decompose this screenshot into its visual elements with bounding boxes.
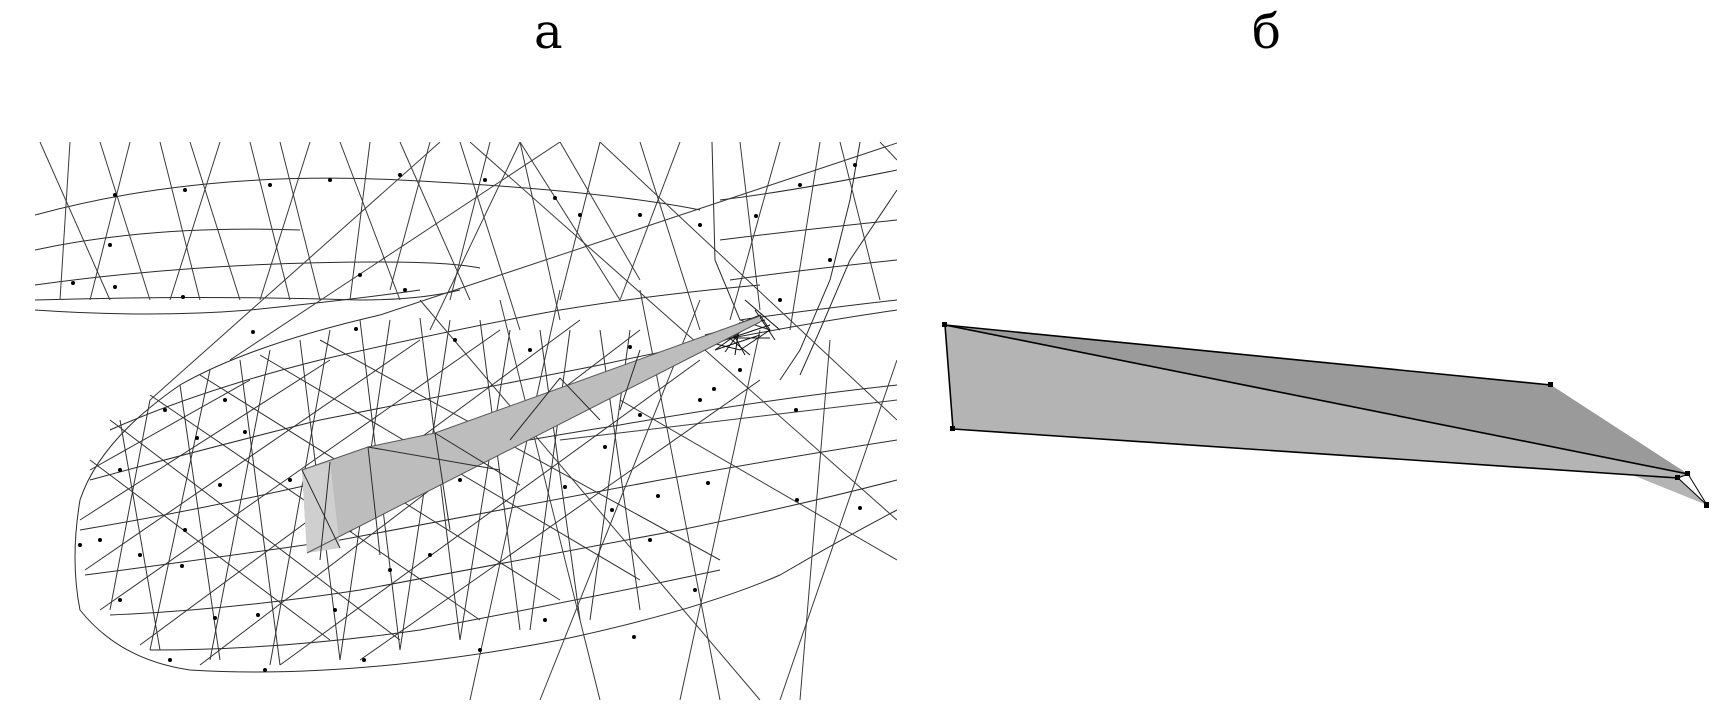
panel-a-sliver [301, 315, 761, 561]
panel-b-faces [945, 325, 1707, 505]
panel-b-edges [944, 324, 1708, 506]
panel-a-vertices [71, 163, 862, 672]
panel-a-label: а [534, 4, 563, 60]
panel-b-label: б [1252, 4, 1281, 60]
panel-b-vertices [942, 322, 1709, 508]
